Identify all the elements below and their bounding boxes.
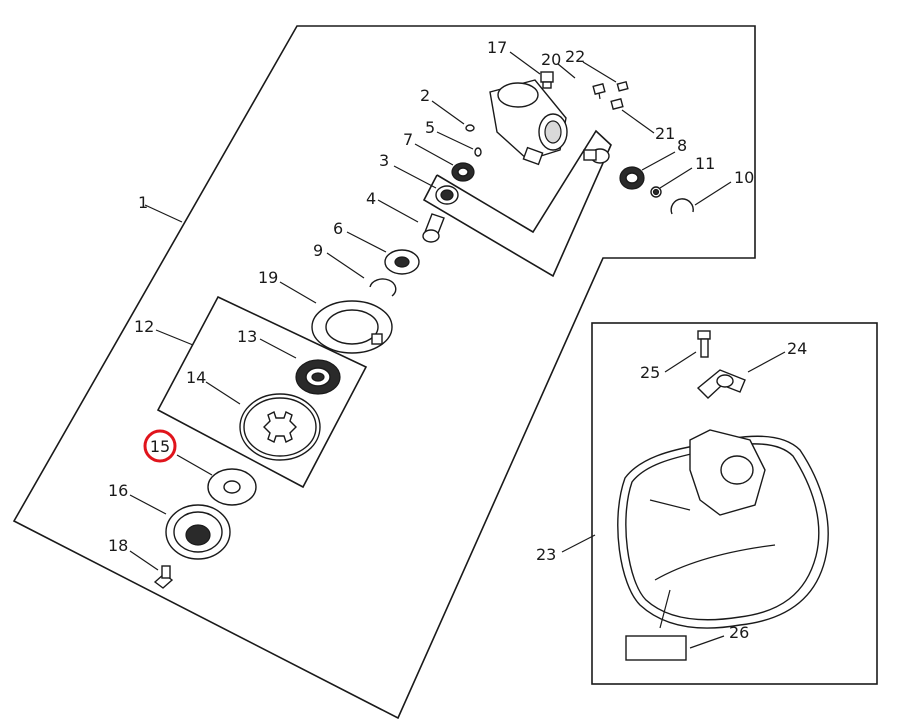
part-20-screw bbox=[592, 82, 606, 100]
callout-15: 15 bbox=[150, 437, 170, 456]
callout-3: 3 bbox=[379, 151, 389, 170]
part-9-circlip bbox=[369, 278, 397, 297]
callout-5: 5 bbox=[425, 118, 435, 137]
part-6-washer bbox=[384, 249, 420, 275]
assembly-1-outline bbox=[12, 25, 756, 719]
part-2-screw bbox=[465, 124, 475, 132]
callout-18: 18 bbox=[108, 536, 128, 555]
callout-4: 4 bbox=[366, 189, 376, 208]
part-26-label bbox=[625, 635, 687, 661]
callout-19: 19 bbox=[258, 268, 278, 287]
callout-10: 10 bbox=[734, 168, 754, 187]
callout-26: 26 bbox=[729, 623, 749, 642]
part-15-washer bbox=[207, 468, 257, 506]
part-11-ring bbox=[650, 186, 662, 198]
callout-22: 22 bbox=[565, 47, 585, 66]
callout-25: 25 bbox=[640, 363, 660, 382]
part-21-screw bbox=[610, 97, 624, 111]
gear-head-housing bbox=[489, 79, 568, 166]
callout-16: 16 bbox=[108, 481, 128, 500]
part-5-clip bbox=[474, 147, 482, 157]
callout-11: 11 bbox=[695, 154, 715, 173]
callout-9: 9 bbox=[313, 241, 323, 260]
part-7-bearing bbox=[451, 162, 475, 182]
part-17-bolt bbox=[540, 71, 554, 89]
part-25-bolt bbox=[697, 330, 711, 358]
callout-13: 13 bbox=[237, 327, 257, 346]
callout-8: 8 bbox=[677, 136, 687, 155]
highlight-ring-15 bbox=[143, 429, 177, 463]
part-3-bearing bbox=[435, 185, 459, 205]
part-10-circlip bbox=[670, 198, 694, 215]
callout-7: 7 bbox=[403, 130, 413, 149]
part-4-shaft bbox=[422, 213, 445, 243]
subassembly-12-frame bbox=[156, 295, 368, 489]
callout-2: 2 bbox=[420, 86, 430, 105]
part-13-bearing bbox=[295, 359, 341, 395]
part-19-cover-plate bbox=[311, 300, 393, 354]
callout-6: 6 bbox=[333, 219, 343, 238]
part-22-screw bbox=[616, 80, 629, 92]
part-24-clamp bbox=[696, 369, 746, 399]
part-8-bearing bbox=[619, 166, 645, 190]
callout-23: 23 bbox=[536, 545, 556, 564]
callout-12: 12 bbox=[134, 317, 154, 336]
part-16-cup bbox=[165, 504, 231, 560]
part-14-spline-plate bbox=[239, 393, 321, 461]
callout-14: 14 bbox=[186, 368, 206, 387]
part-23-guard bbox=[617, 429, 829, 629]
part-18-bolt bbox=[153, 565, 174, 589]
callout-21: 21 bbox=[655, 124, 675, 143]
callout-1: 1 bbox=[138, 193, 148, 212]
subassembly-gear-bracket bbox=[422, 129, 612, 278]
guard-kit-frame bbox=[591, 322, 878, 685]
leader-lines bbox=[129, 51, 786, 649]
callout-17: 17 bbox=[487, 38, 507, 57]
callout-20: 20 bbox=[541, 50, 561, 69]
callout-24: 24 bbox=[787, 339, 807, 358]
part-shaft-fitting bbox=[583, 148, 610, 164]
